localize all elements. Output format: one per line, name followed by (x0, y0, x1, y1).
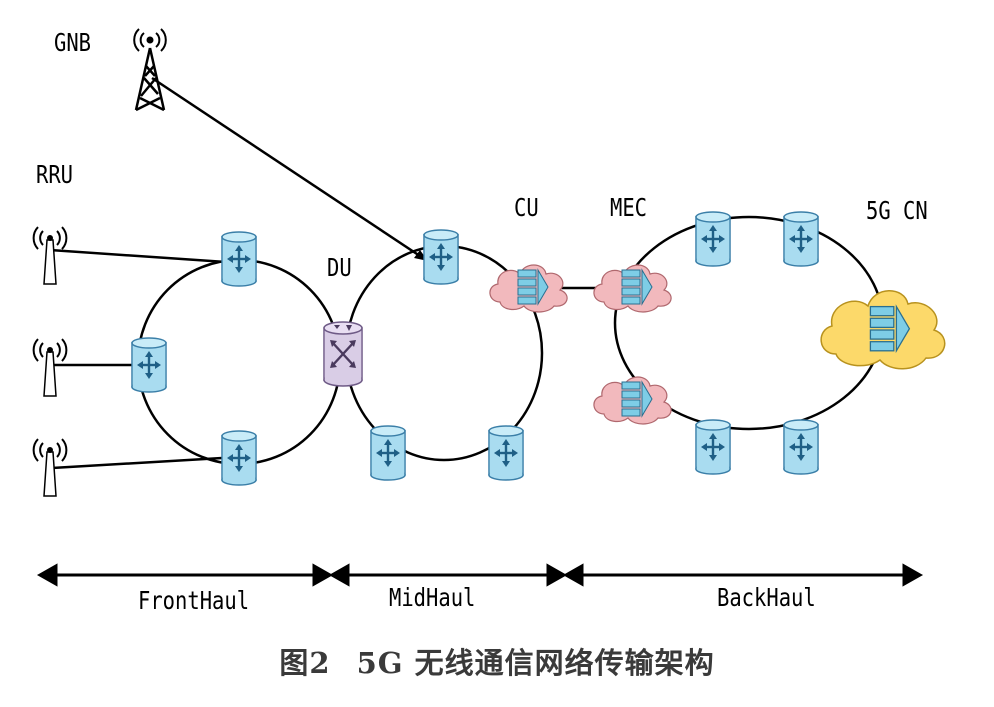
gnb-link (151, 76, 421, 258)
router-icon (695, 211, 731, 267)
mec-cloud-icon (593, 376, 672, 425)
backhaul-label: BackHaul (717, 583, 816, 612)
figure-number: 图2 (279, 646, 331, 680)
figure-caption: 图2 5G 无线通信网络传输架构 (0, 640, 994, 682)
rru-link-3 (51, 456, 223, 470)
gnb-label: GNB (54, 28, 92, 57)
du-label: DU (327, 253, 352, 282)
router-icon (370, 425, 406, 481)
gnb-tower-icon (133, 28, 167, 112)
fronthaul-label: FrontHaul (138, 586, 250, 615)
cu-label: CU (514, 193, 539, 222)
router-icon (423, 229, 459, 285)
midhaul-label: MidHaul (389, 583, 476, 612)
mec-label: MEC (610, 193, 648, 222)
router-icon (131, 337, 167, 393)
rru-link-1 (49, 248, 227, 264)
du-switch-icon (323, 321, 363, 387)
router-icon (695, 419, 731, 475)
rru-tower-icon (32, 226, 68, 285)
router-icon (783, 419, 819, 475)
core-network-label: 5G CN (866, 196, 928, 225)
router-icon (783, 211, 819, 267)
figure-title: 5G 无线通信网络传输架构 (356, 646, 715, 680)
mec-cloud-icon (593, 264, 672, 313)
segment-arrows (36, 563, 924, 587)
rru-tower-icon (32, 338, 68, 397)
router-icon (221, 430, 257, 486)
router-icon (488, 425, 524, 481)
rru-label: RRU (36, 160, 74, 189)
cu-cloud-icon (489, 264, 568, 313)
router-icon (221, 231, 257, 287)
core-network-cloud-icon (820, 290, 946, 370)
links (49, 76, 604, 470)
